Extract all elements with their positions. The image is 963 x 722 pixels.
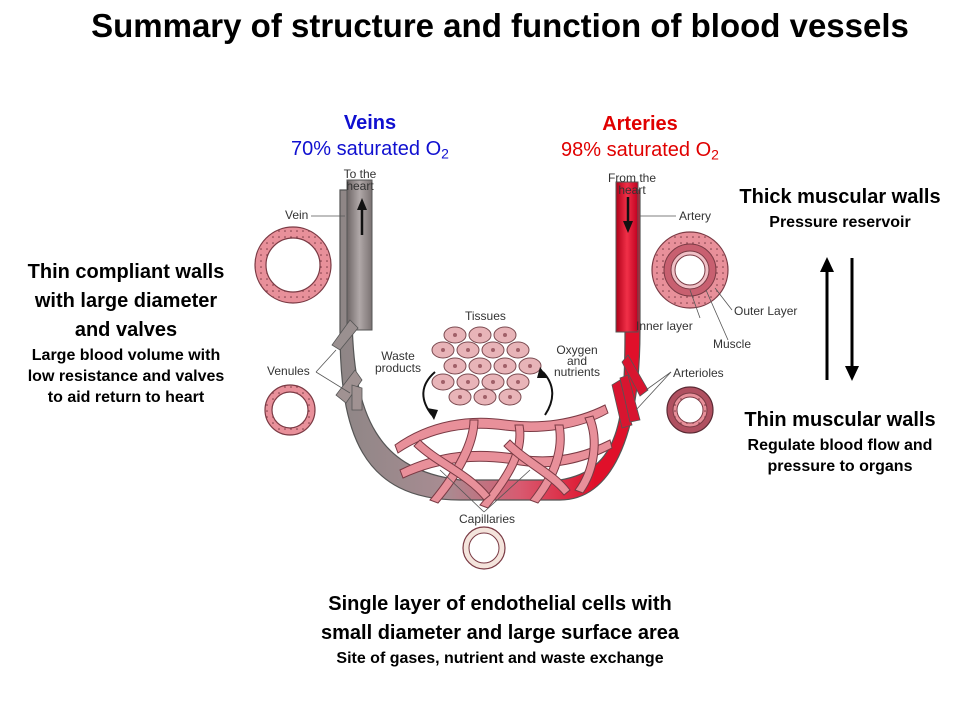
venule-cross-section xyxy=(264,384,316,436)
veins-title: Veins xyxy=(343,112,397,134)
vein-stem xyxy=(346,179,373,331)
capillaries-description: Single layer of endothelial cells with s… xyxy=(200,590,800,669)
arteries-title: Arteries xyxy=(602,113,678,135)
arteriole-cross-section xyxy=(666,386,714,434)
vein-label: Vein xyxy=(285,208,309,222)
veins-heading-line-1: Thin compliant walls xyxy=(27,261,225,283)
arteriole-branch-3 xyxy=(619,374,641,423)
outer-layer-label: Outer Layer xyxy=(734,304,798,318)
veins-saturation: 70% saturated O2 xyxy=(291,138,449,162)
veins-body-line-1: Large blood volume with xyxy=(31,347,221,364)
muscle-label: Muscle xyxy=(713,337,752,351)
venule-branch-3 xyxy=(351,384,363,411)
arteries-header: Arteries 98% saturated O2 xyxy=(540,111,740,168)
artery-label: Artery xyxy=(679,209,712,223)
venule-branch-2 xyxy=(335,369,363,404)
arteries-saturation: 98% saturated O2 xyxy=(561,139,719,163)
arteries-heading: Thick muscular walls xyxy=(739,186,941,208)
arteriole-branch-1 xyxy=(621,354,649,397)
artery-stem xyxy=(615,181,639,333)
artery-cross-section xyxy=(651,231,729,309)
tissue-cells xyxy=(431,326,542,406)
veins-header: Veins 70% saturated O2 xyxy=(270,110,470,167)
venules-label: Venules xyxy=(267,364,310,378)
capillaries-heading-line-1: Single layer of endothelial cells with xyxy=(328,593,672,615)
capillaries-heading-line-2: small diameter and large surface area xyxy=(321,622,679,644)
oxygen-arrow xyxy=(542,371,554,416)
arterioles-body-line-2: pressure to organs xyxy=(767,458,913,475)
vein-cross-section xyxy=(254,226,332,304)
capillaries-label: Capillaries xyxy=(459,512,516,526)
veins-body-line-3: to aid return to heart xyxy=(47,389,205,406)
arteries-body: Pressure reservoir xyxy=(769,214,911,231)
arterioles-heading: Thin muscular walls xyxy=(744,409,936,431)
arterioles-label: Arterioles xyxy=(673,366,724,380)
arterioles-description: Thin muscular walls Regulate blood flow … xyxy=(716,406,963,477)
arteries-description: Thick muscular walls Pressure reservoir xyxy=(716,183,963,233)
arterioles-body-line-1: Regulate blood flow and xyxy=(747,437,933,454)
capillaries-body: Site of gases, nutrient and waste exchan… xyxy=(336,650,664,667)
veins-description: Thin compliant walls with large diameter… xyxy=(0,258,252,408)
page-title: Summary of structure and function of blo… xyxy=(91,7,909,44)
venule-branch-1 xyxy=(331,319,359,351)
tissues-label: Tissues xyxy=(465,309,506,323)
veins-heading-line-3: and valves xyxy=(74,319,178,341)
capillary-network xyxy=(394,404,613,509)
vessel-u-shape xyxy=(339,189,641,501)
veins-heading-line-2: with large diameter xyxy=(34,290,218,312)
veins-body-line-2: low resistance and valves xyxy=(27,368,225,385)
capillary-cross-section xyxy=(462,526,506,570)
inner-layer-label: Inner layer xyxy=(636,319,693,333)
